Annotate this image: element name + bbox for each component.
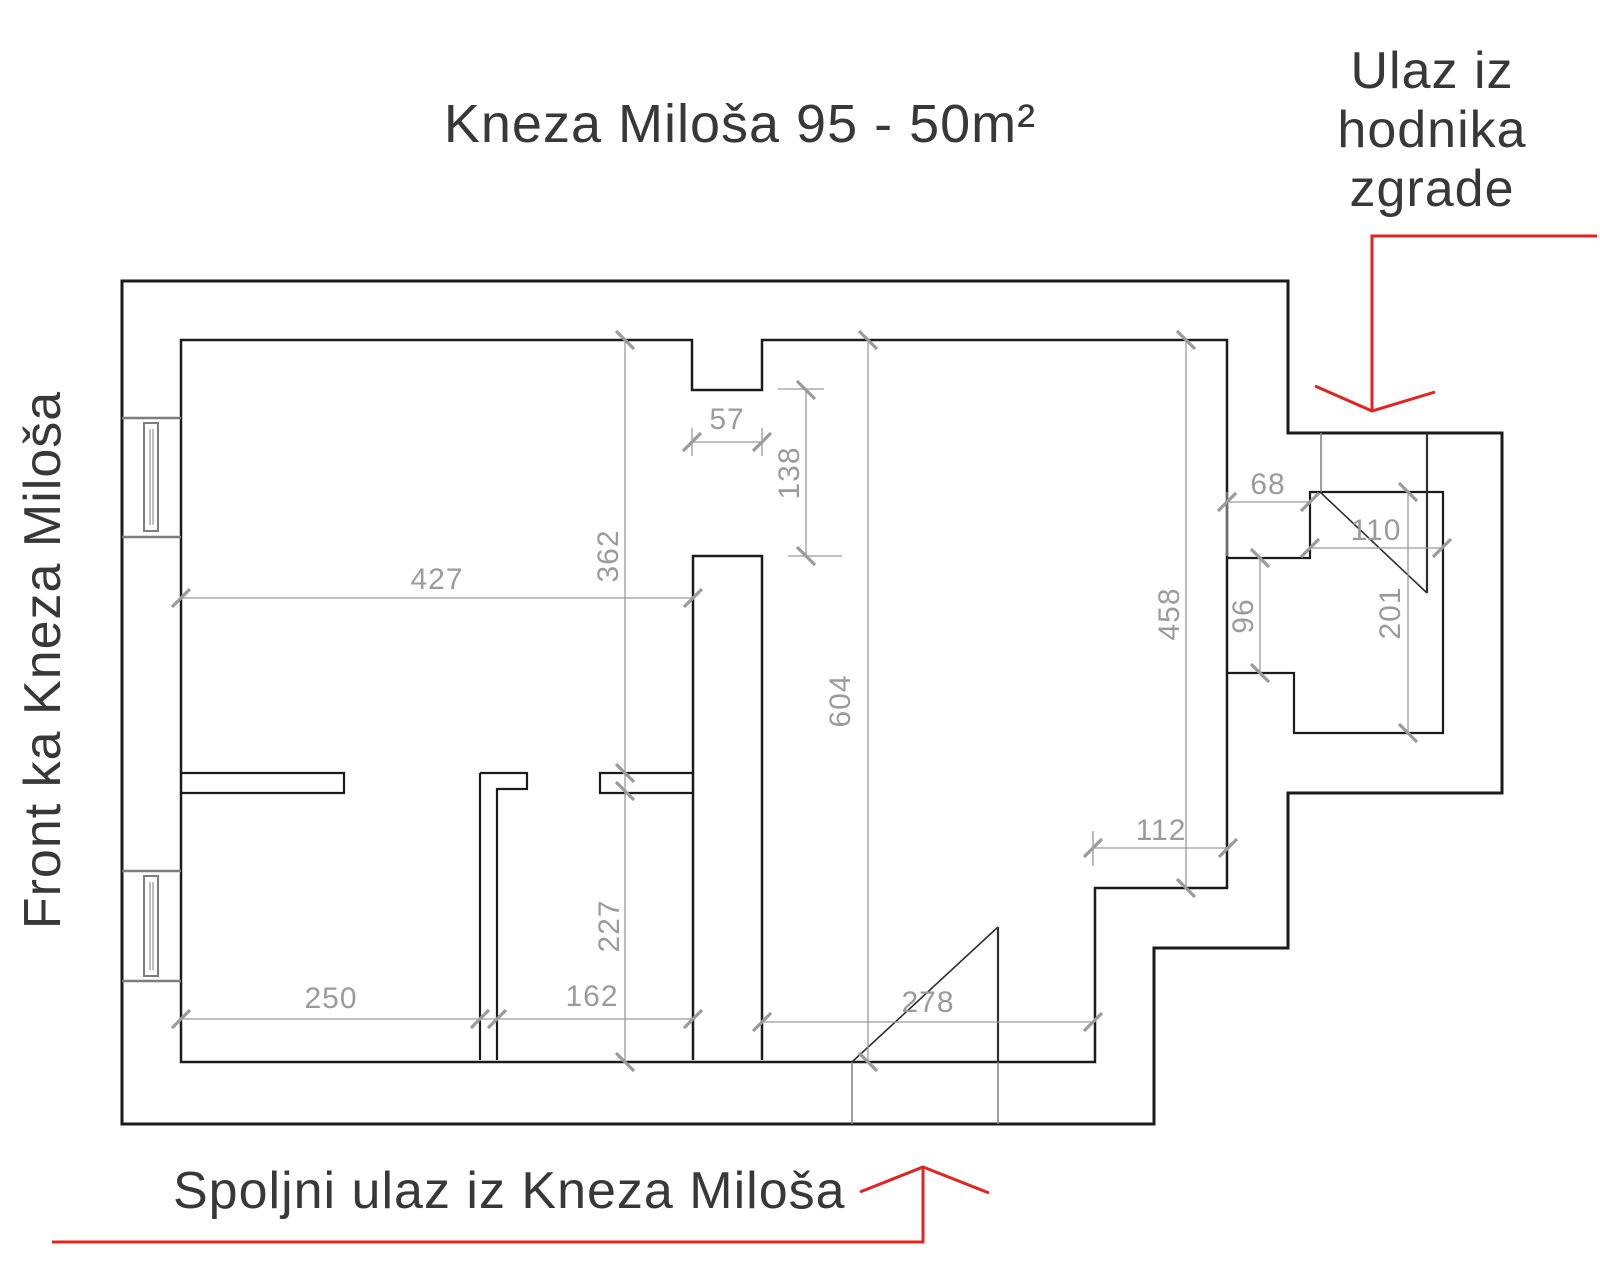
- window-2: [122, 869, 181, 983]
- dim-250: 250: [304, 982, 357, 1015]
- dim-162: 162: [565, 980, 618, 1013]
- corridor-door: [1319, 433, 1429, 594]
- window-2-glass: [149, 882, 154, 970]
- dim-138: 138: [773, 446, 806, 499]
- dim-458: 458: [1153, 587, 1186, 640]
- window-2-frame: [143, 875, 159, 977]
- window-2-sills: [122, 869, 181, 983]
- corridor-entrance-label-line1: Ulaz iz: [1350, 42, 1513, 100]
- street-entrance-label: Spoljni ulaz iz Kneza Miloša: [173, 1162, 846, 1220]
- dim-278: 278: [901, 986, 954, 1019]
- window-1-glass: [149, 429, 154, 525]
- dimension-ticks-vertical: [614, 329, 1419, 1073]
- inner-wall: [179, 338, 1229, 1064]
- window-1-sills: [122, 416, 181, 539]
- street-door-swing: [851, 926, 999, 1063]
- dim-227: 227: [593, 899, 626, 952]
- street-door-jambs: [851, 1062, 999, 1124]
- corridor-entrance-label-line3: zgrade: [1350, 160, 1515, 218]
- dimension-ticks-horizontal: [170, 431, 1453, 1033]
- dim-96: 96: [1227, 598, 1260, 633]
- dim-57: 57: [709, 403, 744, 436]
- corridor-entrance-label: Ulaz iz hodnika zgrade: [1337, 42, 1526, 218]
- dim-362: 362: [592, 529, 625, 582]
- corridor-entrance-arrow: [1314, 234, 1597, 413]
- street-entrance-arrow: [52, 1165, 990, 1244]
- corridor-entrance-label-line2: hodnika: [1337, 101, 1526, 159]
- partition-horizontal-left: [181, 771, 346, 795]
- window-1-frame: [143, 422, 159, 532]
- street-front-label: Front ka Kneza Miloša: [14, 391, 72, 929]
- dim-110: 110: [1351, 514, 1402, 547]
- dim-112: 112: [1136, 814, 1187, 847]
- partition-vertical: [478, 771, 529, 1060]
- plan-title: Kneza Miloša 95 - 50m²: [444, 94, 1036, 154]
- dim-604: 604: [824, 674, 857, 727]
- dimension-lines: [181, 340, 1442, 1062]
- outer-wall: [120, 279, 1504, 1126]
- dim-68: 68: [1250, 468, 1285, 501]
- shaft-wall: [691, 554, 764, 1060]
- street-door: [851, 926, 1000, 1124]
- corridor-door-swing: [1319, 491, 1428, 594]
- window-1: [122, 416, 181, 539]
- partition-horizontal-right: [598, 771, 693, 795]
- dim-201: 201: [1374, 586, 1407, 639]
- dim-427: 427: [410, 563, 463, 596]
